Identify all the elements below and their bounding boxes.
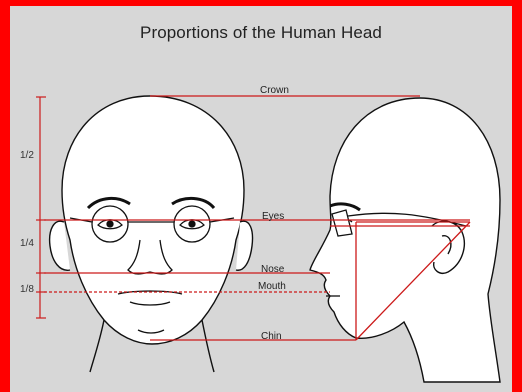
eyes-label: Eyes — [262, 211, 284, 222]
front-head — [50, 96, 253, 372]
mouth-label: Mouth — [258, 281, 286, 292]
crown-label: Crown — [260, 85, 289, 96]
fraction-quarter: 1/4 — [20, 238, 34, 249]
proportion-scale — [36, 97, 46, 318]
fraction-eighth: 1/8 — [20, 284, 34, 295]
fraction-half: 1/2 — [20, 150, 34, 161]
chin-label: Chin — [261, 331, 282, 342]
nose-label: Nose — [261, 264, 285, 275]
